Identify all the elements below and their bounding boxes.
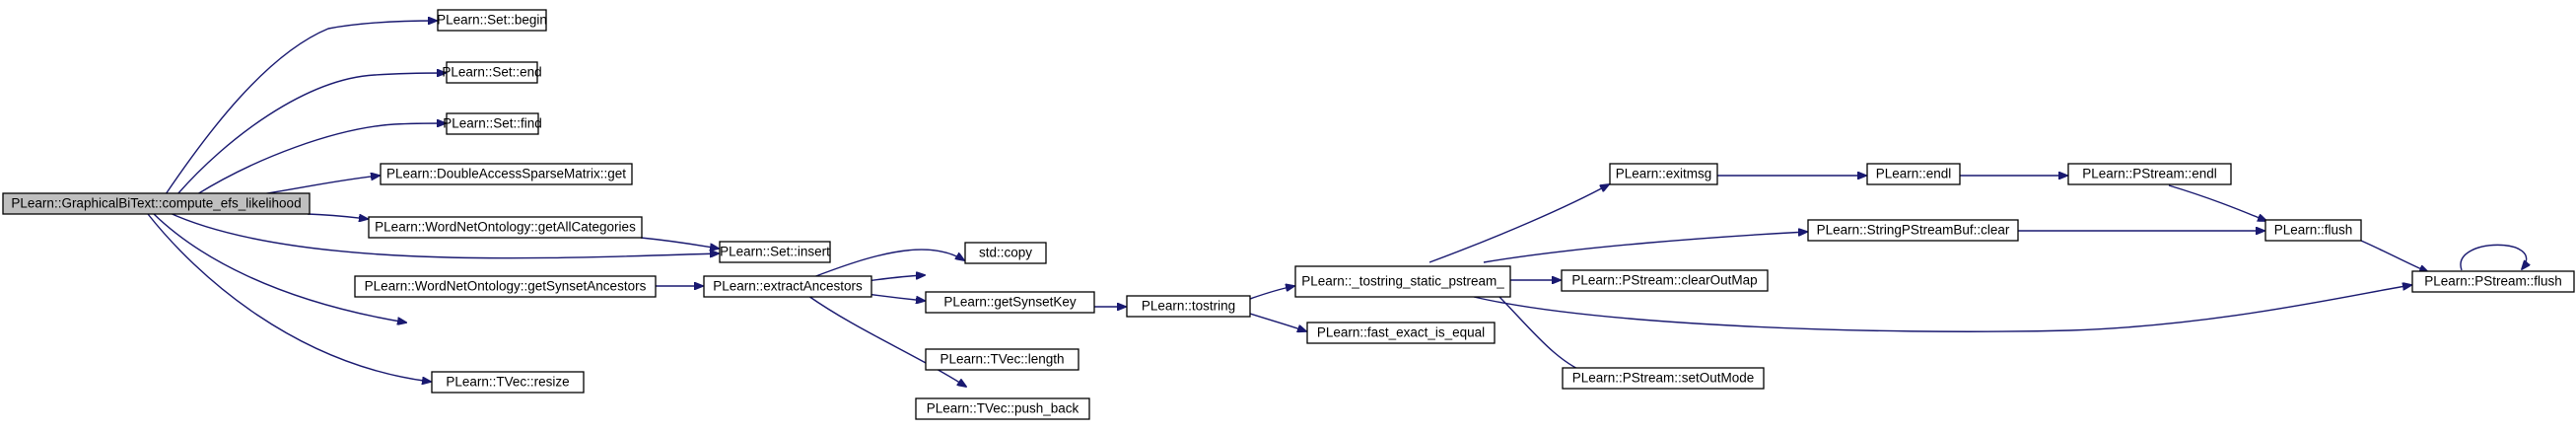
svg-text:PLearn::DoubleAccessSparseMatr: PLearn::DoubleAccessSparseMatrix::get [386,167,626,181]
svg-text:PLearn::GraphicalBiText::compu: PLearn::GraphicalBiText::compute_efs_lik… [11,196,301,211]
edge-tostring-static [1249,286,1294,300]
call-nodes: PLearn::GraphicalBiText::compute_efs_lik… [2,9,2575,420]
edge-root-dasm-get [260,176,380,195]
edge-root-set-find [196,123,446,195]
edge-root-tvec-resize [147,213,431,382]
node-set-begin[interactable]: PLearn::Set::begin [437,9,547,32]
svg-text:PLearn::Set::find: PLearn::Set::find [443,116,542,131]
svg-text:PLearn::WordNetOntology::getSy: PLearn::WordNetOntology::getSynsetAncest… [365,279,647,294]
node-set-find[interactable]: PLearn::Set::find [443,112,542,135]
svg-text:PLearn::PStream::flush: PLearn::PStream::flush [2424,274,2562,289]
node-get-all-categories[interactable]: PLearn::WordNetOntology::getAllCategorie… [368,216,643,239]
edge-static-pstream-flush [1473,285,2411,332]
node-tvec-length[interactable]: PLearn::TVec::length [925,348,1079,371]
node-set-insert[interactable]: PLearn::Set::insert [719,241,831,263]
node-tvec-resize[interactable]: PLearn::TVec::resize [431,371,585,394]
node-clear-out-map[interactable]: PLearn::PStream::clearOutMap [1561,269,1769,292]
svg-text:PLearn::TVec::length: PLearn::TVec::length [940,352,1064,367]
node-tostring-static-pstream[interactable]: PLearn::_tostring_static_pstream_ [1294,265,1511,298]
svg-text:PLearn::PStream::setOutMode: PLearn::PStream::setOutMode [1572,371,1755,386]
node-std-copy[interactable]: std::copy [964,242,1047,264]
svg-text:PLearn::Set::begin: PLearn::Set::begin [437,13,547,28]
svg-text:PLearn::extractAncestors: PLearn::extractAncestors [713,279,863,294]
svg-text:PLearn::TVec::push_back: PLearn::TVec::push_back [927,401,1079,416]
node-tvec-push-back[interactable]: PLearn::TVec::push_back [915,397,1090,420]
edge-get-all-categories-set-insert [640,237,719,249]
svg-text:PLearn::Set::insert: PLearn::Set::insert [720,245,830,259]
node-exitmsg[interactable]: PLearn::exitmsg [1609,163,1718,185]
node-flush[interactable]: PLearn::flush [2264,219,2362,242]
edge-static-stringbuf-clear [1483,232,1807,263]
node-dasm-get[interactable]: PLearn::DoubleAccessSparseMatrix::get [380,163,633,185]
edge-root-set-begin [165,21,437,195]
edge-static-exitmsg [1428,184,1609,263]
svg-text:PLearn::exitmsg: PLearn::exitmsg [1616,167,1712,181]
edge-flush-pstream-flush [2360,240,2428,272]
node-pstream-flush[interactable]: PLearn::PStream::flush [2411,270,2575,293]
svg-text:PLearn::getSynsetKey: PLearn::getSynsetKey [943,295,1077,310]
svg-text:PLearn::StringPStreamBuf::clea: PLearn::StringPStreamBuf::clear [1817,223,2010,238]
svg-text:PLearn::endl: PLearn::endl [1876,167,1952,181]
node-get-synset-ancestors[interactable]: PLearn::WordNetOntology::getSynsetAncest… [354,275,657,298]
svg-text:std::copy: std::copy [979,246,1032,260]
svg-text:PLearn::tostring: PLearn::tostring [1142,299,1235,314]
node-tostring[interactable]: PLearn::tostring [1126,295,1251,318]
node-set-end[interactable]: PLearn::Set::end [442,61,542,84]
edge-extract-std-copy [812,249,964,278]
svg-text:PLearn::_tostring_static_pstre: PLearn::_tostring_static_pstream_ [1301,274,1504,289]
node-set-out-mode[interactable]: PLearn::PStream::setOutMode [1562,367,1765,390]
edge-root-set-insert [167,211,719,259]
edge-pstream-flush-self [2460,244,2527,270]
svg-text:PLearn::WordNetOntology::getAl: PLearn::WordNetOntology::getAllCategorie… [375,220,636,235]
svg-text:PLearn::flush: PLearn::flush [2274,223,2353,238]
edge-extract-tvec-push-back [807,295,966,387]
node-get-synset-key[interactable]: PLearn::getSynsetKey [925,291,1095,314]
svg-text:PLearn::fast_exact_is_equal: PLearn::fast_exact_is_equal [1317,325,1485,340]
edge-root-get-all-categories [307,213,368,219]
edge-tostring-fast-exact [1249,313,1306,331]
node-pstream-endl[interactable]: PLearn::PStream::endl [2067,163,2232,185]
svg-text:PLearn::PStream::clearOutMap: PLearn::PStream::clearOutMap [1571,273,1757,288]
node-compute-efs-likelihood[interactable]: PLearn::GraphicalBiText::compute_efs_lik… [2,192,311,215]
node-endl[interactable]: PLearn::endl [1866,163,1961,185]
svg-text:PLearn::Set::end: PLearn::Set::end [442,65,541,80]
svg-text:PLearn::TVec::resize: PLearn::TVec::resize [446,375,569,390]
node-fast-exact-is-equal[interactable]: PLearn::fast_exact_is_equal [1306,322,1496,344]
node-extract-ancestors[interactable]: PLearn::extractAncestors [703,275,872,298]
edge-root-set-end [176,73,446,195]
edge-pstream-endl-flush [2168,184,2266,221]
node-stringpstreambuf-clear[interactable]: PLearn::StringPStreamBuf::clear [1807,219,2019,242]
edge-static-set-out-mode [1497,295,1592,375]
svg-text:PLearn::PStream::endl: PLearn::PStream::endl [2082,167,2217,181]
edge-root-get-synset-ancestors [152,212,406,323]
